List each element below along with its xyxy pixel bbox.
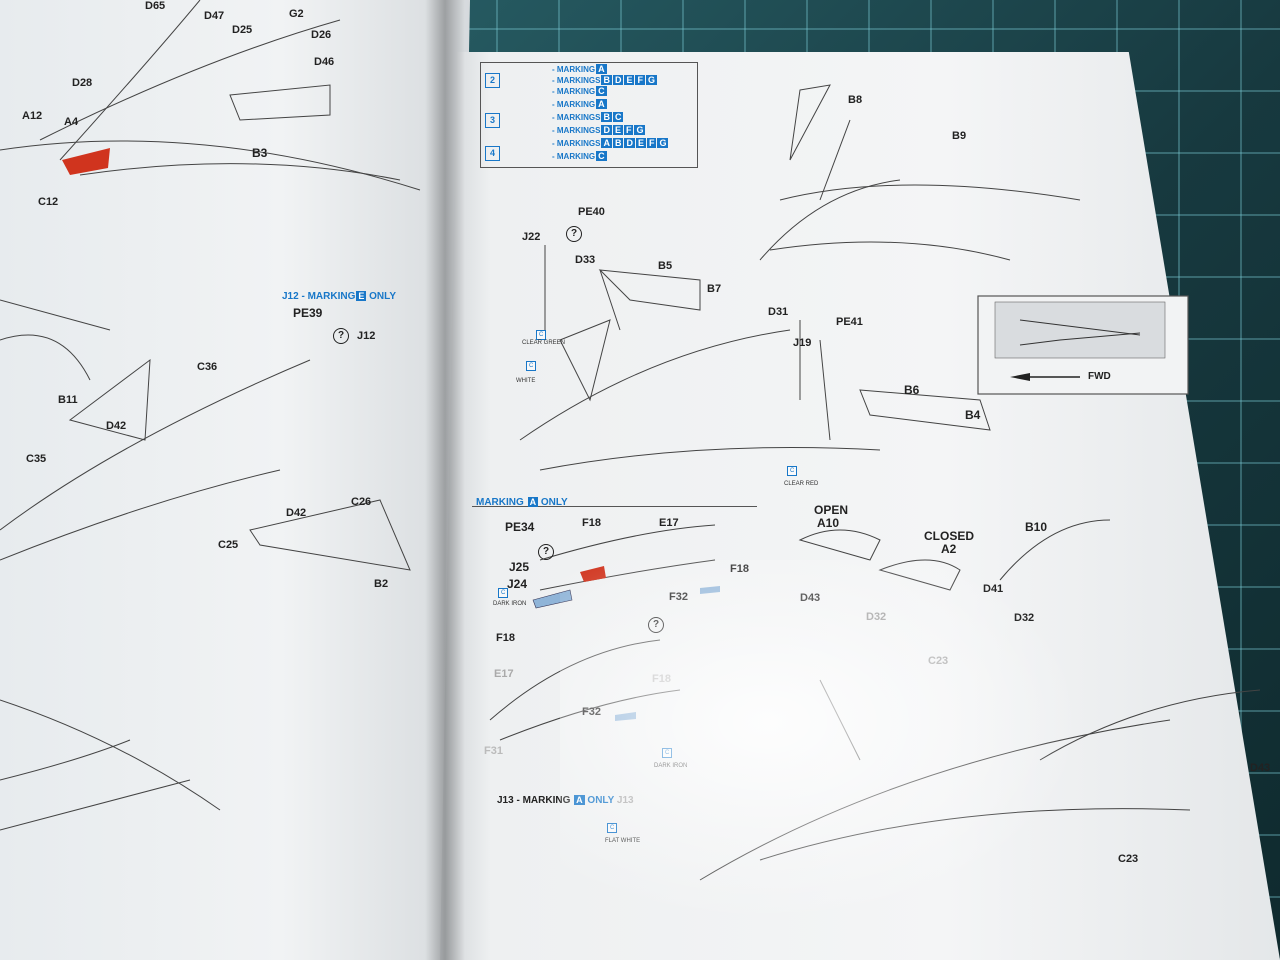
question-icon: ? [566,226,582,242]
paint-note: CLEAR RED [784,481,819,487]
part-label: J22 [522,231,541,243]
part-label: J19 [793,337,812,349]
part-label: B3 [252,146,268,160]
part-label: D42 [106,420,127,432]
part-label: D25 [232,24,253,36]
part-label: D31 [768,306,789,318]
step-number: 2 [485,73,500,88]
part-label: B6 [904,383,920,397]
part-label: D46 [314,56,335,68]
part-label: A4 [64,116,79,128]
part-label: D33 [575,254,596,266]
step-number: 4 [485,146,500,161]
part-label: E17 [659,517,679,529]
section-divider [472,506,757,508]
part-label: D42 [286,507,307,519]
fwd-direction-label: FWD [1088,371,1111,382]
part-label: OPEN [814,503,849,517]
paint-tag: C [526,361,537,371]
question-icon: ? [333,328,349,344]
part-label: D32 [1014,612,1035,624]
part-label: PE34 [505,520,535,534]
part-label: A12 [22,110,43,122]
part-label: PE39 [293,306,323,320]
part-label: PE41 [836,316,863,328]
part-label: F31 [484,745,503,757]
part-label: D43 [1250,762,1271,774]
part-label: D32 [866,611,887,623]
part-label: B10 [1025,520,1048,534]
marking-step-table [480,62,698,168]
part-label: F18 [496,632,515,644]
part-label: C23 [928,655,949,667]
part-label: G2 [289,8,304,20]
part-label: D65 [145,0,166,12]
paint-tag: C [662,748,673,758]
part-label: F18 [582,517,601,529]
part-label: B8 [848,94,863,106]
part-label: A2 [941,542,957,556]
part-label: F18 [730,563,749,575]
part-label: D43 [800,592,821,604]
j13-marking-note: J13 - MARKING A ONLY J13 [497,795,634,806]
part-label: D26 [311,29,332,41]
part-label: B5 [658,260,673,272]
part-label: D47 [204,10,225,22]
paint-tag: C [498,588,509,598]
paint-tag: C [607,823,618,833]
part-label: D28 [72,77,93,89]
paint-tag: C [787,466,798,476]
paint-note: FLAT WHITE [605,838,641,844]
paint-note: WHITE [516,378,536,384]
part-label: PE40 [578,206,605,218]
part-label: C26 [351,496,372,508]
question-icon: ? [648,617,664,633]
part-label: A10 [817,516,840,530]
part-label: F18 [652,673,671,685]
part-label: C25 [218,539,239,551]
part-label: D41 [983,583,1004,595]
part-label: B4 [965,408,981,422]
part-label: CLOSED [924,529,975,543]
paint-tag: C [536,330,547,340]
paint-note: CLEAR GREEN [522,340,566,346]
part-label: E17 [494,668,514,680]
step-number: 3 [485,113,500,128]
part-label: B9 [952,130,967,142]
paint-note: DARK IRON [654,763,688,769]
part-label: J12 [357,330,376,342]
part-label: C23 [1118,853,1139,865]
part-label: C12 [38,196,59,208]
book-gutter-shadow [425,0,465,960]
part-label: J24 [507,577,528,591]
part-label: F32 [669,591,688,603]
part-label: C35 [26,453,47,465]
marking-a-only-header: MARKING A ONLY [476,497,568,508]
part-label: B7 [707,283,722,295]
part-label: J25 [509,560,530,574]
part-label: B11 [58,394,78,406]
question-icon: ? [538,544,554,560]
part-label: B2 [374,578,389,590]
part-label: F32 [582,706,601,718]
paint-note: DARK IRON [493,601,527,607]
part-label: C36 [197,361,218,373]
